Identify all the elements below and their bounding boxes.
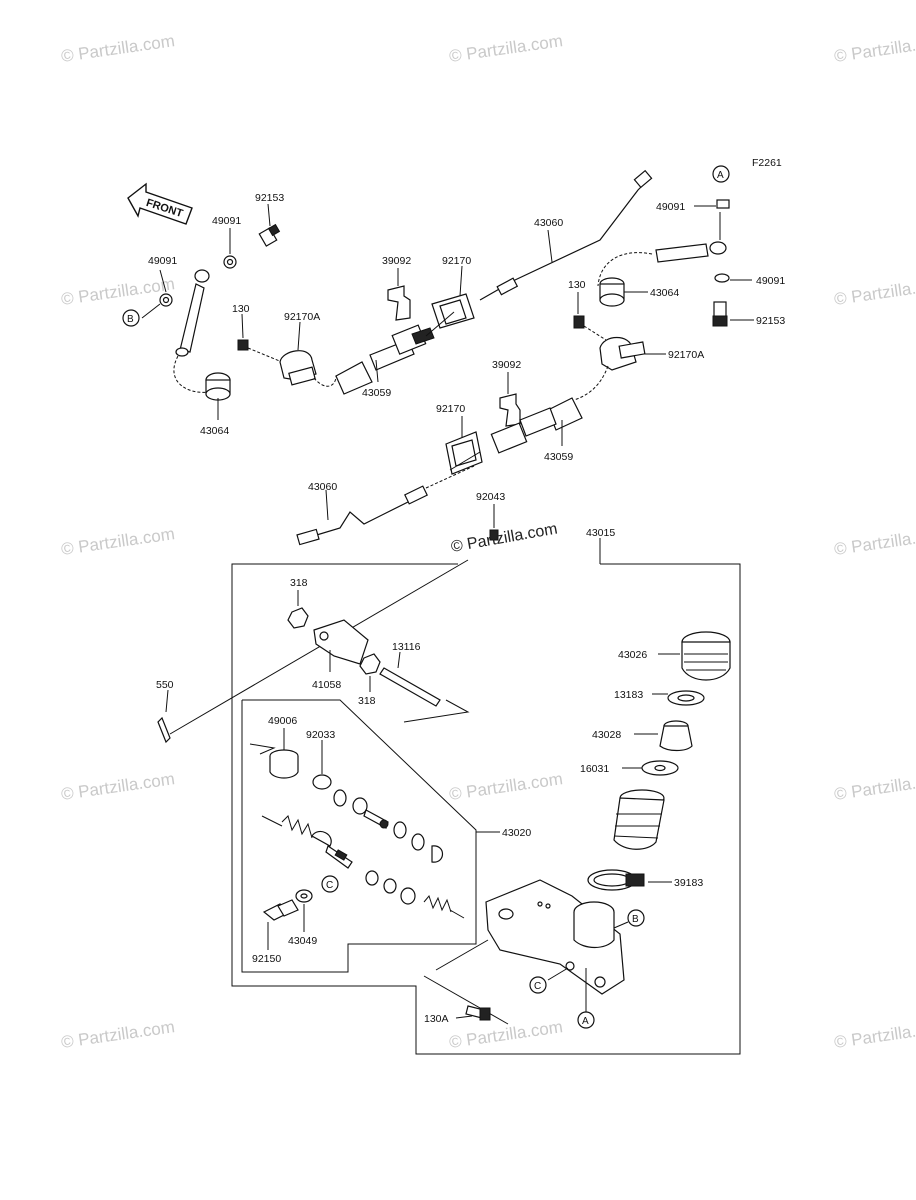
watermark: © Partzilla.com [60,31,176,66]
center-watermark: © Partzilla.com [450,520,559,555]
upper-brake-pipe [479,169,653,303]
float-16031 [622,760,679,776]
label-43028: 43028 [592,729,621,741]
reservoir-body [613,789,665,850]
label-43060-a: 43060 [534,217,563,229]
label-49091-c: 49091 [656,201,685,213]
ref-a-body: A [577,1011,595,1029]
label-43026: 43026 [618,649,647,661]
watermark: © Partzilla.com [60,524,176,559]
ref-c-small-label: C [326,880,333,891]
watermark: © Partzilla.com [448,769,564,804]
label-92043: 92043 [476,491,505,503]
label-318-a: 318 [290,577,308,589]
watermark: © Partzilla.com [833,1017,916,1052]
circlip-92033 [312,740,332,790]
label-43060-b: 43060 [308,481,337,493]
label-16031: 16031 [580,763,609,775]
label-92170A-a: 92170A [284,311,320,323]
diaphragm-43028 [634,720,693,752]
label-550: 550 [156,679,174,691]
ref-a-body-label: A [582,1016,589,1027]
watermark: © Partzilla.com [833,274,916,309]
left-hose-assembly [141,203,475,420]
reservoir-cap-43026 [658,631,731,681]
label-92033: 92033 [306,729,335,741]
ref-b-left: B [122,309,140,327]
label-43049: 43049 [288,935,317,947]
label-92170-b: 92170 [436,403,465,415]
label-92170A-b: 92170A [668,349,704,361]
ref-a-top: A [717,170,724,181]
ref-c-small: C [321,875,339,893]
lower-brake-pipe [296,465,475,546]
right-hose-assembly: A [445,165,754,475]
label-39092-b: 39092 [492,359,521,371]
nut-318-top [287,590,309,629]
label-49006: 49006 [268,715,297,727]
watermark: © Partzilla.com [833,769,916,804]
label-39183: 39183 [674,877,703,889]
part-labels: 92153 49091 49091 130 92170A 43064 39092… [148,192,785,1025]
cup-49006 [249,728,299,779]
label-92150: 92150 [252,953,281,965]
watermark: © Partzilla.com [833,31,916,66]
label-41058: 41058 [312,679,341,691]
nut-318-lower [359,653,381,692]
pin-550 [157,689,171,744]
label-43020: 43020 [502,827,531,839]
label-43064-b: 43064 [650,287,679,299]
clevis-41058 [313,619,369,672]
label-130A: 130A [424,1013,449,1025]
label-49091-d: 49091 [756,275,785,287]
label-39092-a: 39092 [382,255,411,267]
label-92153-a: 92153 [255,192,284,204]
ref-c-body-label: C [534,981,541,992]
front-arrow-icon: FRONT [127,182,193,225]
plate-13183 [652,690,705,706]
label-43059-a: 43059 [362,387,391,399]
figure-id: F2261 [752,157,782,169]
label-130-b: 130 [568,279,586,291]
label-92170-a: 92170 [442,255,471,267]
label-130-a: 130 [232,303,250,315]
pushrod-13116 [379,651,470,723]
label-43059-b: 43059 [544,451,573,463]
watermark: © Partzilla.com [833,524,916,559]
label-318-b: 318 [358,695,376,707]
hose-clamp-39183 [587,869,672,891]
watermark: © Partzilla.com [448,31,564,66]
label-43064-a: 43064 [200,425,229,437]
master-cylinder-frame [169,538,741,1055]
master-cylinder-body [423,879,629,1025]
label-13183: 13183 [614,689,643,701]
bolt-92150 [262,899,299,950]
label-49091-b: 49091 [148,255,177,267]
bleeder-92043 [489,504,499,541]
ref-b-body-label: B [632,914,639,925]
ref-b-left-label: B [127,314,134,325]
label-92153-b: 92153 [756,315,785,327]
washer-43049 [295,889,313,932]
bolt-130A [455,1005,491,1021]
label-13116: 13116 [392,641,421,653]
label-49091-a: 49091 [212,215,241,227]
label-43015: 43015 [586,527,615,539]
piston-row-middle [261,815,465,919]
ref-b-body: B [627,909,645,927]
ref-c-body: C [529,976,547,994]
watermark: © Partzilla.com [60,274,176,309]
watermark: © Partzilla.com [60,1017,176,1052]
watermark: © Partzilla.com [60,769,176,804]
piston-row-upper [333,789,444,863]
